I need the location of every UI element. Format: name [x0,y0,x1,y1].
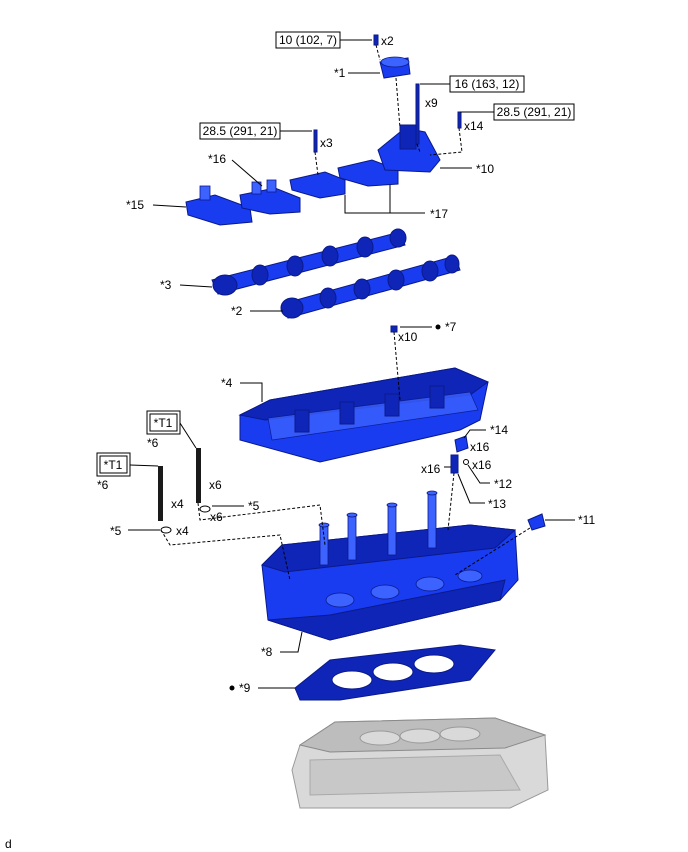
svg-text:x4: x4 [171,497,184,511]
svg-text:*15: *15 [126,198,144,212]
svg-text:*T1: *T1 [154,416,173,430]
svg-text:*12: *12 [494,477,512,491]
intake-camshaft [211,228,407,296]
svg-text:x6: x6 [210,510,223,524]
bolts [158,34,546,534]
svg-text:*8: *8 [261,645,273,659]
callout-labels: *1 *10 *16 *15 *17 *3 *2 *7 *4 *14 *6 *6… [97,66,595,695]
svg-text:x14: x14 [464,119,484,133]
svg-text:*T1: *T1 [104,458,123,472]
svg-text:x3: x3 [320,136,333,150]
svg-text:x6: x6 [209,478,222,492]
svg-text:*17: *17 [430,207,448,221]
svg-text:*9: *9 [239,681,251,695]
svg-text:x10: x10 [398,330,418,344]
quantity-labels: x2 x9 x14 x3 x10 x16 x16 x16 x6 x6 x4 x4 [171,34,492,538]
svg-text:x16: x16 [470,440,490,454]
tool-tag-t1-a: *T1 [146,410,181,435]
svg-text:x2: x2 [381,34,394,48]
svg-text:*7: *7 [445,320,457,334]
svg-text:x16: x16 [472,458,492,472]
bearing-cap-15 [185,185,253,226]
bearing-cap-17a [289,171,346,199]
svg-text:*11: *11 [578,513,595,527]
bearing-cap-17b [337,159,399,187]
svg-text:*4: *4 [221,376,233,390]
svg-text:*14: *14 [490,423,508,437]
torque-spec-2: 16 (163, 12) [449,75,525,93]
svg-text:x9: x9 [425,96,438,110]
svg-text:*5: *5 [248,499,260,513]
camshaft-housing [238,367,490,463]
tool-tag-t1-b: *T1 [96,452,131,477]
torque-spec-1: 10 (102, 7) [275,31,341,49]
torque-spec-3: 28.5 (291, 21) [493,103,575,121]
assembly-lines [160,44,531,581]
svg-text:*1: *1 [334,66,346,80]
torque-spec-4: 28.5 (291, 21) [199,122,281,140]
svg-text:*10: *10 [476,162,494,176]
figure-code: d [5,837,12,851]
svg-text:*2: *2 [231,304,243,318]
leader-lines [128,39,575,689]
svg-text:x16: x16 [421,462,441,476]
exhaust-camshaft [280,254,461,319]
head-gasket [294,644,496,701]
svg-text:10 (102, 7): 10 (102, 7) [279,33,337,47]
camshaft-bearing-cap-10 [377,124,441,173]
part-1 [379,56,411,79]
cylinder-head [261,490,519,641]
svg-text:*6: *6 [97,478,109,492]
cylinder-block [291,717,549,809]
svg-text:*13: *13 [488,497,506,511]
svg-text:28.5 (291, 21): 28.5 (291, 21) [497,105,572,119]
bearing-cap-16 [239,179,301,215]
svg-text:*3: *3 [160,278,172,292]
svg-text:*5: *5 [110,524,122,538]
svg-text:*16: *16 [208,152,226,166]
svg-text:*6: *6 [147,436,159,450]
svg-text:x4: x4 [176,524,189,538]
svg-text:16 (163, 12): 16 (163, 12) [455,77,520,91]
svg-text:28.5 (291, 21): 28.5 (291, 21) [203,124,278,138]
